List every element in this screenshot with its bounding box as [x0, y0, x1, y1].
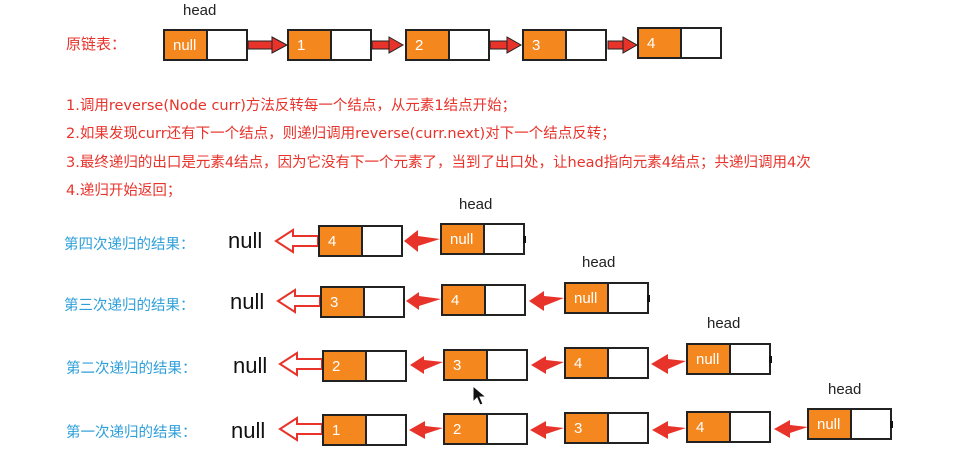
row-1-null: null: [231, 418, 266, 443]
node-value: 1: [289, 31, 332, 59]
rev-arrow-r2-1: [531, 356, 564, 374]
null-arrow-row-2: [278, 351, 323, 377]
row-4-node-4: 4: [318, 225, 403, 257]
row-3-node-null: null: [564, 282, 650, 314]
rev-arrow-r3-1: [529, 291, 564, 311]
original-list-label: 原链表：: [66, 35, 127, 53]
rev-arrow-r1-0: [409, 421, 443, 439]
null-arrows: [274, 228, 323, 442]
row-4-head-label: head: [459, 196, 493, 213]
reverse-arrows: [404, 230, 808, 439]
node-value: null: [566, 284, 609, 312]
null-arrow-row-3: [276, 288, 321, 314]
row-2-head-label: head: [707, 315, 741, 332]
rev-arrow-r2-0: [410, 356, 443, 374]
node-value: 4: [639, 29, 682, 57]
row-1-head-label: head: [828, 381, 862, 398]
row-4-null: null: [228, 228, 263, 253]
orig-arrow-3: [607, 36, 639, 54]
step-1: 1.调用reverse(Node curr)方法反转每一个结点，从元素1结点开始…: [66, 98, 517, 114]
orig-arrow-0: [247, 36, 289, 54]
mouse-cursor-icon: [472, 385, 488, 406]
orig-node-2: 2: [405, 29, 490, 61]
node-value: 4: [443, 286, 486, 314]
row-4-label: 第四次递归的结果：: [64, 237, 195, 253]
orig-node-3: 3: [522, 29, 607, 61]
null-arrow-row-1: [278, 416, 323, 442]
row-2-node-3: 3: [443, 349, 528, 381]
orig-node-1: 1: [287, 29, 372, 61]
node-value: 1: [324, 416, 367, 444]
node-value: 3: [566, 414, 609, 442]
node-value: 2: [407, 31, 450, 59]
node-value: 2: [324, 352, 367, 380]
rev-arrow-r4-0: [404, 230, 440, 252]
row-3-node-4: 4: [441, 284, 526, 316]
rev-arrow-r1-3: [774, 420, 808, 438]
row-2-node-null: null: [686, 343, 772, 375]
node-value: 3: [524, 31, 567, 59]
row-3-label: 第三次递归的结果：: [64, 298, 195, 314]
node-value: null: [165, 31, 208, 59]
orig-node-null: null: [163, 29, 248, 61]
rev-arrow-r1-1: [530, 421, 564, 439]
row-1-node-3: 3: [564, 412, 649, 444]
step-3: 3.最终递归的出口是元素4结点，因为它没有下一个元素了，当到了出口处，让head…: [66, 154, 811, 171]
row-1-node-1: 1: [322, 414, 407, 446]
rev-arrow-r1-2: [652, 421, 686, 439]
steps-list: 1.调用reverse(Node curr)方法反转每一个结点，从元素1结点开始…: [66, 92, 811, 205]
row-4-node-null: null: [440, 223, 526, 255]
row-1-node-null: null: [807, 408, 893, 440]
step-2: 2.如果发现curr还有下一个结点，则递归调用reverse(curr.next…: [66, 126, 616, 143]
node-value: 3: [322, 288, 365, 316]
row-2-null: null: [233, 353, 268, 378]
node-value: 4: [688, 413, 731, 441]
orig-node-4: 4: [637, 27, 722, 59]
orig-arrow-2: [489, 36, 523, 54]
row-1-node-2: 2: [443, 413, 528, 445]
null-arrow-row-4: [274, 228, 319, 254]
row-2-node-2: 2: [322, 350, 407, 382]
original-head-label: head: [183, 2, 217, 19]
step-4: 4.递归开始返回；: [66, 182, 182, 199]
row-3-null: null: [230, 289, 265, 314]
node-value: null: [688, 345, 731, 373]
node-value: 4: [566, 349, 609, 377]
rev-arrow-r3-0: [406, 292, 441, 310]
rev-arrow-r2-2: [651, 354, 686, 374]
node-value: 3: [445, 351, 488, 379]
node-value: 2: [445, 415, 488, 443]
node-value: 4: [320, 227, 363, 255]
node-value: null: [442, 225, 485, 253]
node-value: null: [809, 410, 852, 438]
row-3-node-3: 3: [320, 286, 405, 318]
row-2-node-4: 4: [564, 347, 649, 379]
row-3-head-label: head: [582, 254, 616, 271]
row-1-node-4: 4: [686, 411, 771, 443]
orig-arrow-1: [371, 36, 405, 54]
row-1-label: 第一次递归的结果：: [66, 425, 197, 441]
original-list-arrows: [247, 36, 639, 54]
row-2-label: 第二次递归的结果：: [66, 361, 197, 377]
